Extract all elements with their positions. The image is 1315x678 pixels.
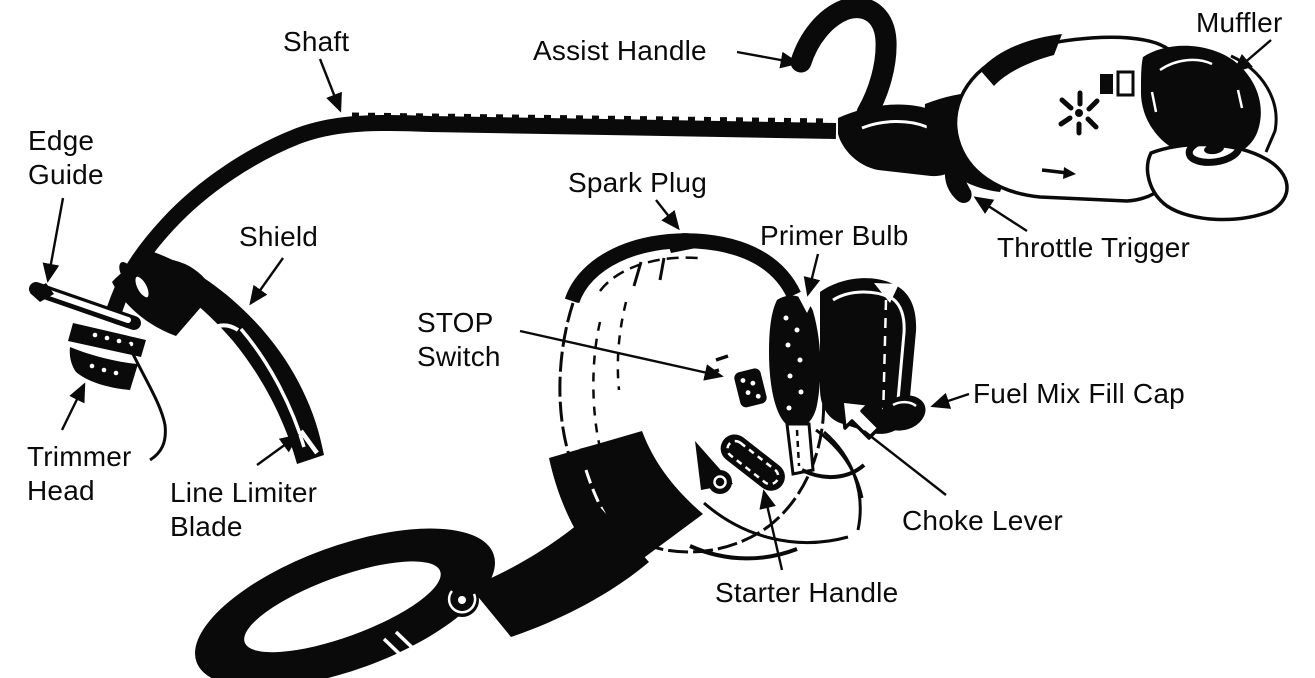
choke-lever-leader-line <box>863 430 947 496</box>
head-clamp-rings <box>119 262 154 303</box>
callout-arrows <box>42 39 1272 571</box>
primer-bulb-leader-arrow <box>803 253 821 297</box>
trimmer-head-spool <box>68 323 146 390</box>
throttle-trigger-leader-arrow <box>973 196 1028 233</box>
spark-plug-drawing <box>668 233 701 253</box>
line-limiter-blade-drawing <box>299 429 319 455</box>
throttle-trigger-drawing <box>944 158 972 203</box>
label-shaft: Shaft <box>283 26 350 57</box>
shaft-leader-arrow <box>318 58 342 113</box>
shaft-drawing <box>102 112 837 325</box>
label-primer-bulb: Primer Bulb <box>760 220 909 251</box>
edge-guide-leader-arrow <box>42 197 65 283</box>
label-shield: Shield <box>239 221 319 252</box>
fuel-cap-leader-arrow <box>930 392 970 409</box>
fuel-symbol-icon <box>1100 70 1135 97</box>
label-spark-plug: Spark Plug <box>568 167 707 198</box>
rear-fuel-tank-drawing <box>1145 134 1289 222</box>
powerhead-group <box>790 0 1289 222</box>
primer-bulb-drawing <box>769 295 821 429</box>
front-fuel-tank-drawing <box>820 278 917 434</box>
assist-handle-leader-arrow <box>736 50 800 69</box>
shield-leader-arrow <box>249 257 284 306</box>
shield-drawing <box>125 250 324 464</box>
housing-outlines <box>689 430 862 561</box>
label-muffler: Muffler <box>1196 7 1283 38</box>
muffler-leader-arrow <box>1232 39 1272 73</box>
edge-guide-drawing <box>29 282 141 330</box>
loop-handle-drawing <box>195 431 703 678</box>
trimmer-head-group <box>29 250 324 464</box>
label-choke-lever: Choke Lever <box>902 505 1063 536</box>
label-trimmer-head: Trimmer Head <box>27 441 132 506</box>
label-throttle-trigger: Throttle Trigger <box>997 232 1191 263</box>
label-stop-switch: STOP Switch <box>417 307 501 372</box>
trimmer-line <box>126 343 167 462</box>
label-fuel-mix-fill-cap: Fuel Mix Fill Cap <box>973 378 1185 409</box>
starter-handle-drawing <box>695 434 785 494</box>
line-limiter-leader-arrow <box>256 434 300 466</box>
label-assist-handle: Assist Handle <box>533 35 707 66</box>
arrow-decal-icon <box>1041 167 1076 179</box>
choke-lever-drawing <box>840 399 881 440</box>
label-starter-handle: Starter Handle <box>715 577 899 608</box>
label-edge-guide: Edge Guide <box>28 125 104 190</box>
stop-switch-leader-arrow <box>519 329 724 381</box>
trimmer-head-leader-arrow <box>60 382 86 431</box>
engine-closeup-group <box>195 233 926 678</box>
label-line-limiter-blade: Line Limiter Blade <box>170 477 318 542</box>
spark-plug-leader-arrow <box>655 199 680 231</box>
assist-handle-drawing <box>790 0 897 124</box>
starburst-icon <box>1058 90 1100 136</box>
starter-handle-leader-arrow <box>759 489 784 571</box>
